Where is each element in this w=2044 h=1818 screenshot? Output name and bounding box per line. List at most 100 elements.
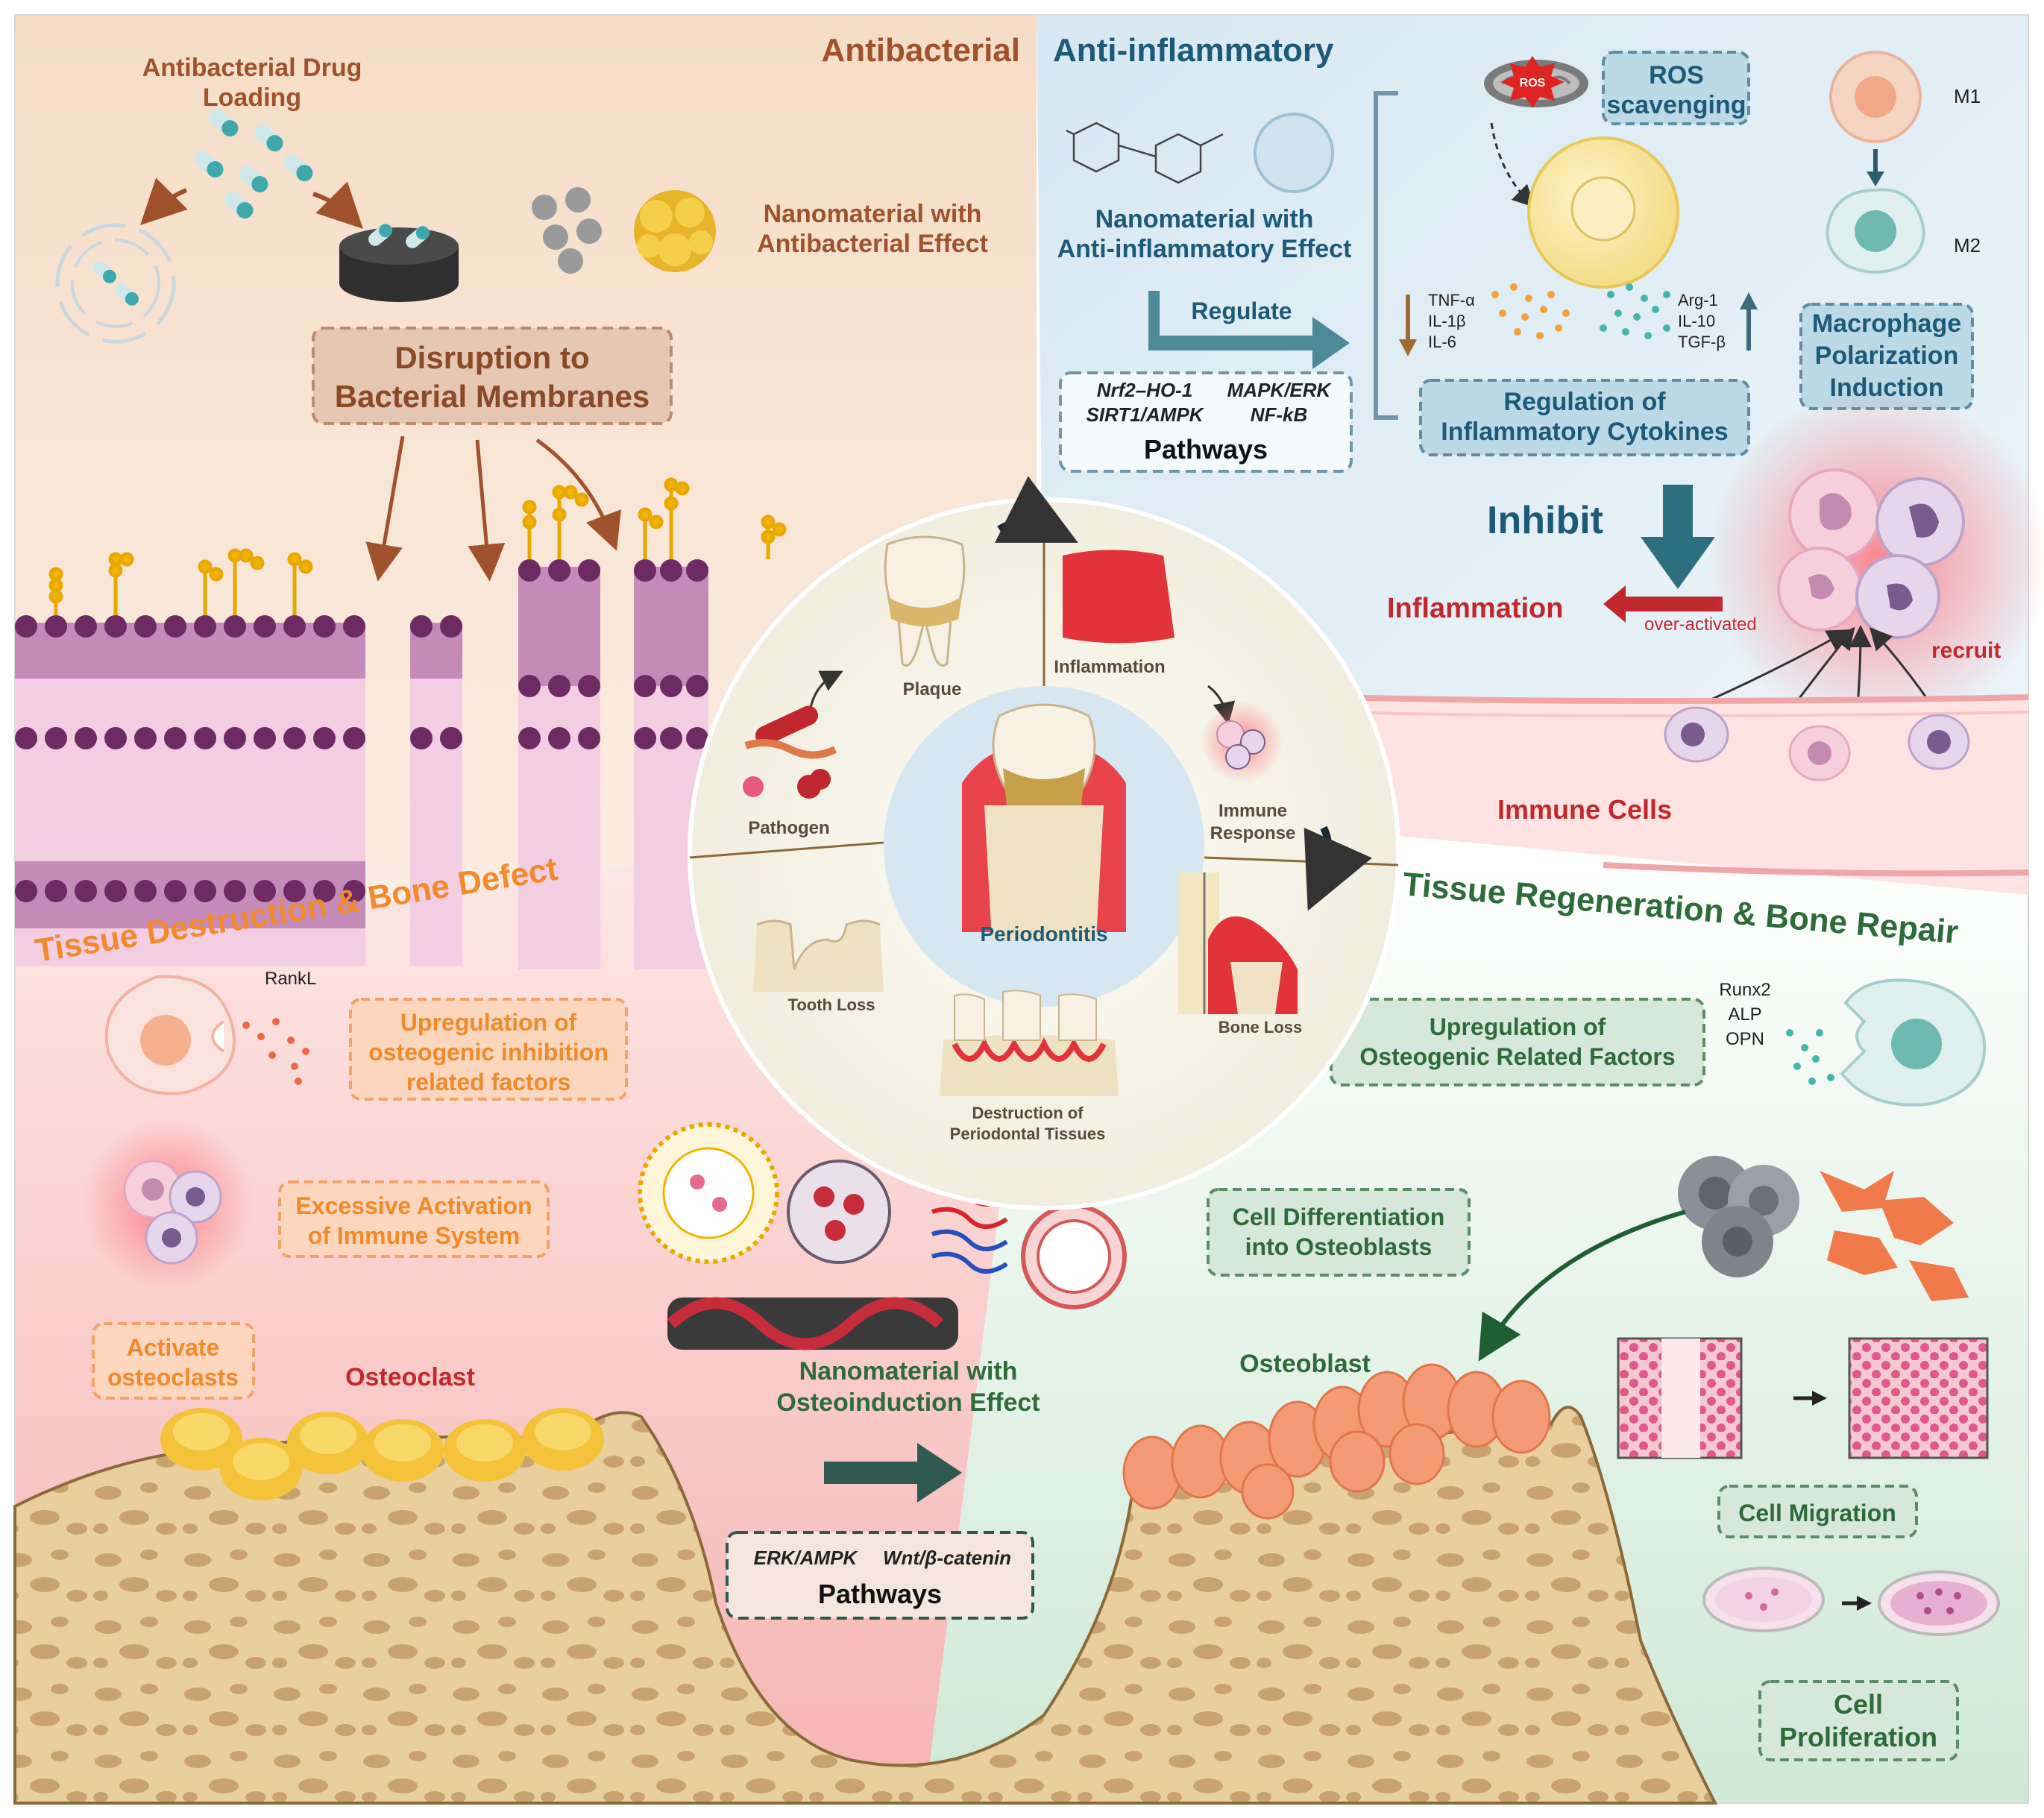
cytokine-regulation-line1: Regulation of bbox=[1503, 388, 1666, 416]
polymer-nanosphere-icon bbox=[1254, 113, 1334, 193]
activate-line2: osteoclasts bbox=[107, 1364, 239, 1391]
bacterial-membrane bbox=[15, 477, 787, 969]
osteoclast-label: Osteoclast bbox=[345, 1363, 475, 1391]
stem-cell-icon bbox=[1840, 978, 1987, 1107]
periodontitis-label: Periodontitis bbox=[980, 922, 1107, 946]
anti-inflammatory-dots-icon bbox=[1600, 283, 1670, 339]
arrow-disruption-3 bbox=[535, 438, 621, 551]
metal-nanoparticles-icon bbox=[532, 187, 602, 274]
destruction-line1: Destruction of bbox=[972, 1104, 1084, 1122]
inflammation-label: Inflammation bbox=[1387, 593, 1563, 624]
disruption-line2: Bacterial Membranes bbox=[335, 379, 650, 414]
activate-line1: Activate bbox=[127, 1334, 220, 1361]
wound-assay-before-icon bbox=[1617, 1337, 1743, 1459]
destruction-line2: Periodontal Tissues bbox=[950, 1125, 1106, 1143]
immune-activation-cells-icon bbox=[123, 1160, 222, 1265]
osteoclast-precursor-icon bbox=[104, 975, 236, 1095]
circle-immune-line2: Response bbox=[1210, 823, 1296, 843]
migrating-immune-cells-icon bbox=[1664, 706, 1970, 781]
inhibit-label: Inhibit bbox=[1487, 499, 1603, 542]
m2-macrophage-icon bbox=[1826, 188, 1925, 274]
circle-inflammation-label: Inflammation bbox=[1054, 657, 1165, 677]
wound-assay-after-icon bbox=[1848, 1337, 1989, 1459]
disruption-line1: Disruption to bbox=[394, 340, 589, 375]
antibacterial-title: Antibacterial bbox=[821, 32, 1020, 69]
disruption-box bbox=[312, 327, 673, 425]
circle-divider-left bbox=[689, 841, 884, 859]
pathogen-bacteria-icon bbox=[743, 705, 837, 799]
m1-label: M1 bbox=[1954, 85, 1981, 107]
antibacterial-nanomaterial-line2: Antibacterial Effect bbox=[757, 230, 988, 258]
ros-box bbox=[1602, 51, 1750, 125]
circle-right-arrow bbox=[1304, 825, 1373, 911]
cytokine-tnf: TNF-α bbox=[1428, 291, 1475, 309]
excessive-line1: Excessive Activation bbox=[295, 1192, 532, 1219]
arrow-disruption-2 bbox=[468, 439, 506, 582]
macrophage-line2: Polarization bbox=[1815, 342, 1959, 370]
differentiation-line2: into Osteoblasts bbox=[1245, 1233, 1433, 1260]
differentiation-arrow bbox=[1478, 1210, 1686, 1362]
pathway-sirt1: SIRT1/AMPK bbox=[1087, 403, 1205, 426]
arrow-disruption-1 bbox=[365, 435, 405, 582]
stem-cell-cluster-icon bbox=[1678, 1156, 1799, 1277]
antiinflam-pathways-label: Pathways bbox=[1144, 434, 1268, 465]
osteoblast-cells-icon bbox=[1122, 1363, 1551, 1520]
bracket bbox=[1374, 91, 1398, 420]
immune-cell-cluster-icon bbox=[1777, 468, 1965, 639]
drug-loading-label-line2: Loading bbox=[203, 84, 301, 112]
inflamed-gingiva-icon bbox=[1063, 550, 1174, 644]
anti-inflammatory-title: Anti-inflammatory bbox=[1053, 32, 1334, 69]
osteo-arrow bbox=[824, 1443, 962, 1503]
pro-inflammatory-dots-icon bbox=[1491, 283, 1570, 339]
pathway-mapk: MAPK/ERK bbox=[1227, 379, 1333, 401]
inflammation-glow bbox=[1708, 388, 2044, 731]
ros-line2: scavenging bbox=[1606, 91, 1746, 119]
polarization-arrow bbox=[1867, 149, 1884, 186]
tooth-loss-label: Tooth Loss bbox=[788, 996, 875, 1014]
osteo-pathway-erk: ERK/AMPK bbox=[754, 1547, 859, 1569]
proliferation-arrow bbox=[1842, 1596, 1872, 1611]
proliferation-line2: Proliferation bbox=[1779, 1722, 1937, 1752]
osteo-nanomaterial-line2: Osteoinduction Effect bbox=[776, 1388, 1040, 1417]
factor-runx2: Runx2 bbox=[1719, 980, 1770, 1000]
drug-liposome-icon bbox=[55, 223, 176, 344]
m2-label: M2 bbox=[1954, 234, 1981, 257]
pathogen-label: Pathogen bbox=[748, 818, 829, 838]
drug-capsules-icon bbox=[194, 109, 313, 219]
arrow-to-liposome bbox=[140, 177, 188, 225]
proliferation-line1: Cell bbox=[1834, 1689, 1883, 1720]
osteo-pathways-box bbox=[726, 1531, 1034, 1620]
over-activated-arrow bbox=[1603, 585, 1723, 623]
glucosamine-structure-icon bbox=[1066, 122, 1224, 184]
regulate-arrow bbox=[1148, 291, 1350, 369]
migration-arrow bbox=[1793, 1391, 1827, 1406]
inhibition-factors-line1: Upregulation of bbox=[400, 1009, 577, 1036]
osteo-pathways-label: Pathways bbox=[818, 1579, 942, 1609]
osteoclast-cells-icon bbox=[160, 1408, 604, 1500]
circle-immune-line1: Immune bbox=[1218, 801, 1287, 821]
osteogenic-factors-box bbox=[1330, 998, 1705, 1086]
immune-cells-label: Immune Cells bbox=[1497, 794, 1672, 825]
migration-box bbox=[1717, 1485, 1918, 1538]
ros-line1: ROS bbox=[1649, 61, 1704, 89]
antiinflam-pathways-box bbox=[1059, 371, 1353, 473]
bone-loss-label: Bone Loss bbox=[1218, 1018, 1302, 1037]
ros-burst-label: ROS bbox=[1520, 77, 1546, 89]
regulate-label: Regulate bbox=[1191, 298, 1292, 324]
cytokine-regulation-line2: Inflammatory Cytokines bbox=[1441, 418, 1728, 446]
antibacterial-nanomaterial-line1: Nanomaterial with bbox=[764, 200, 982, 228]
inhibition-factors-line2: osteogenic inhibition bbox=[368, 1039, 609, 1066]
differentiation-line1: Cell Differentiation bbox=[1233, 1204, 1444, 1230]
cytokine-il6: IL-6 bbox=[1428, 333, 1456, 351]
porous-scaffold-icon bbox=[339, 224, 459, 302]
osteo-nanomaterial-line1: Nanomaterial with bbox=[799, 1357, 1018, 1385]
differentiation-box bbox=[1207, 1188, 1471, 1277]
recruit-label: recruit bbox=[1931, 638, 2001, 663]
inhibition-factors-line3: related factors bbox=[406, 1069, 571, 1095]
cytokine-il10: IL-10 bbox=[1678, 312, 1715, 330]
drug-loading-label-line1: Antibacterial Drug bbox=[142, 54, 362, 82]
tooth-loss-icon bbox=[753, 919, 884, 992]
circle-immune-cells-icon bbox=[1216, 720, 1265, 770]
ros-burst-icon: ROS bbox=[1500, 56, 1565, 108]
